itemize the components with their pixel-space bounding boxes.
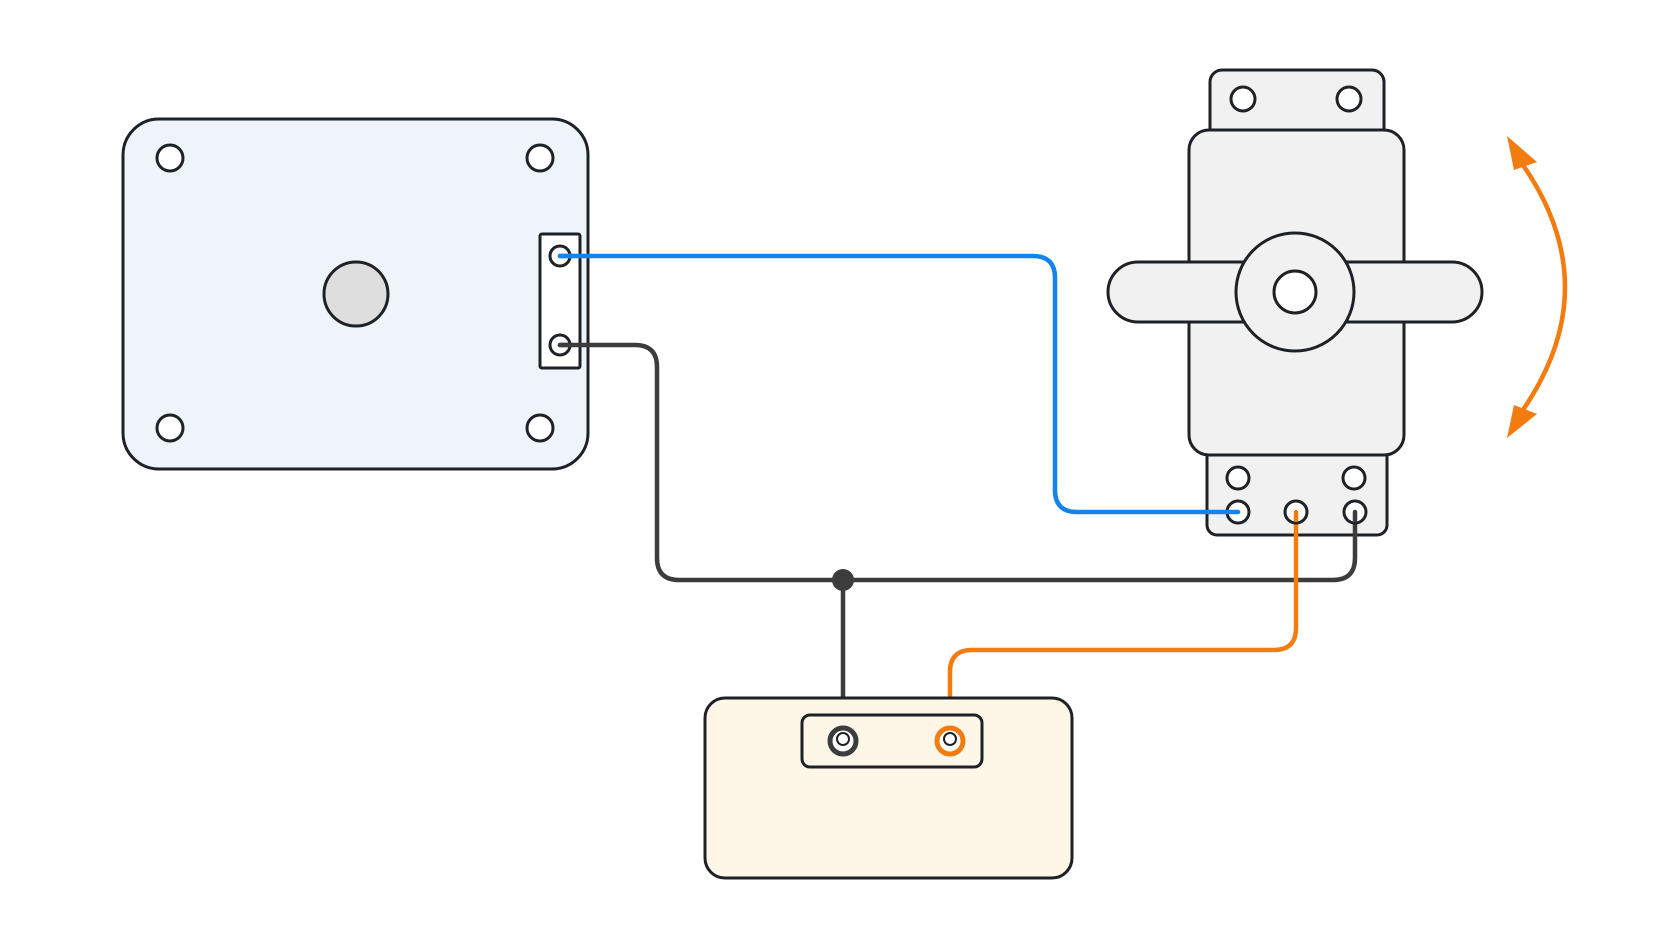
rotation-arrowhead-top bbox=[1507, 136, 1537, 170]
mounting-hole-bottom-left bbox=[155, 413, 185, 443]
battery-pack bbox=[703, 696, 1074, 880]
controller-board bbox=[121, 117, 590, 471]
mounting-hole-top-left bbox=[155, 143, 185, 173]
rotation-arrow bbox=[1507, 136, 1568, 438]
servo-bottom-hole-right bbox=[1341, 465, 1367, 491]
servo-bottom-hole-left bbox=[1225, 465, 1251, 491]
ground-junction-dot bbox=[832, 569, 854, 591]
signal-wire bbox=[557, 253, 1241, 515]
board-header-connector bbox=[538, 232, 582, 370]
servo-top-hole-left bbox=[1229, 85, 1257, 113]
rotation-arrowhead-bottom bbox=[1507, 405, 1537, 438]
servo-motor bbox=[1106, 68, 1484, 537]
wire-ends bbox=[557, 253, 1358, 523]
mounting-hole-top-right bbox=[525, 143, 555, 173]
board-button[interactable] bbox=[322, 260, 390, 328]
mounting-hole-bottom-right bbox=[525, 413, 555, 443]
ground-wire-board bbox=[557, 342, 1358, 583]
power-wire bbox=[947, 509, 1299, 742]
servo-output-shaft bbox=[1272, 269, 1318, 315]
servo-top-hole-right bbox=[1335, 85, 1363, 113]
rotation-arrow-arc bbox=[1515, 155, 1568, 420]
